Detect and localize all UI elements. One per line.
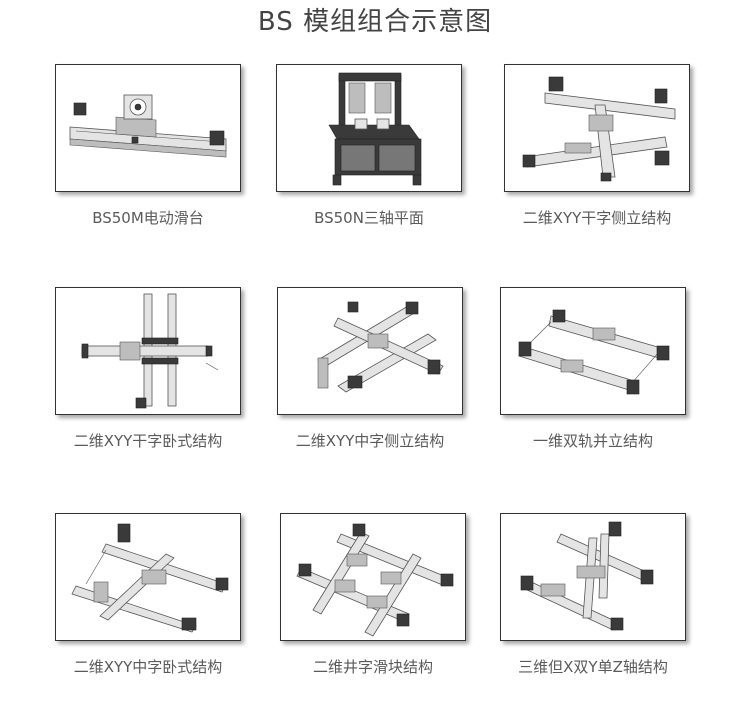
card-caption: 二维XYY中字卧式结构 — [73, 658, 223, 676]
grid-slider-image[interactable] — [280, 513, 466, 641]
xyy-gantry-horizontal-image[interactable] — [55, 287, 241, 415]
card-caption: BS50M电动滑台 — [92, 209, 204, 227]
card-caption: 二维XYY干字卧式结构 — [73, 432, 223, 450]
xyy-center-horizontal-image[interactable] — [55, 513, 241, 641]
xyy-center-side-image[interactable] — [277, 287, 463, 415]
xyy-gantry-side-image[interactable] — [504, 64, 690, 192]
card-caption: 一维双轨并立结构 — [532, 432, 653, 450]
card-caption: 三维但X双Y单Z轴结构 — [518, 658, 668, 676]
card-caption: 二维井字滑块结构 — [312, 658, 433, 676]
dual-rail-parallel-image[interactable] — [500, 287, 686, 415]
card-caption: BS50N三轴平面 — [314, 209, 424, 227]
three-axis-platform-image[interactable] — [276, 64, 462, 192]
card-caption: 二维XYY干字侧立结构 — [522, 209, 672, 227]
xyyz-three-axis-image[interactable] — [500, 513, 686, 641]
single-axis-slide-image[interactable] — [55, 64, 241, 192]
page-title: BS 模组组合示意图 — [257, 7, 493, 37]
card-caption: 二维XYY中字侧立结构 — [295, 432, 445, 450]
